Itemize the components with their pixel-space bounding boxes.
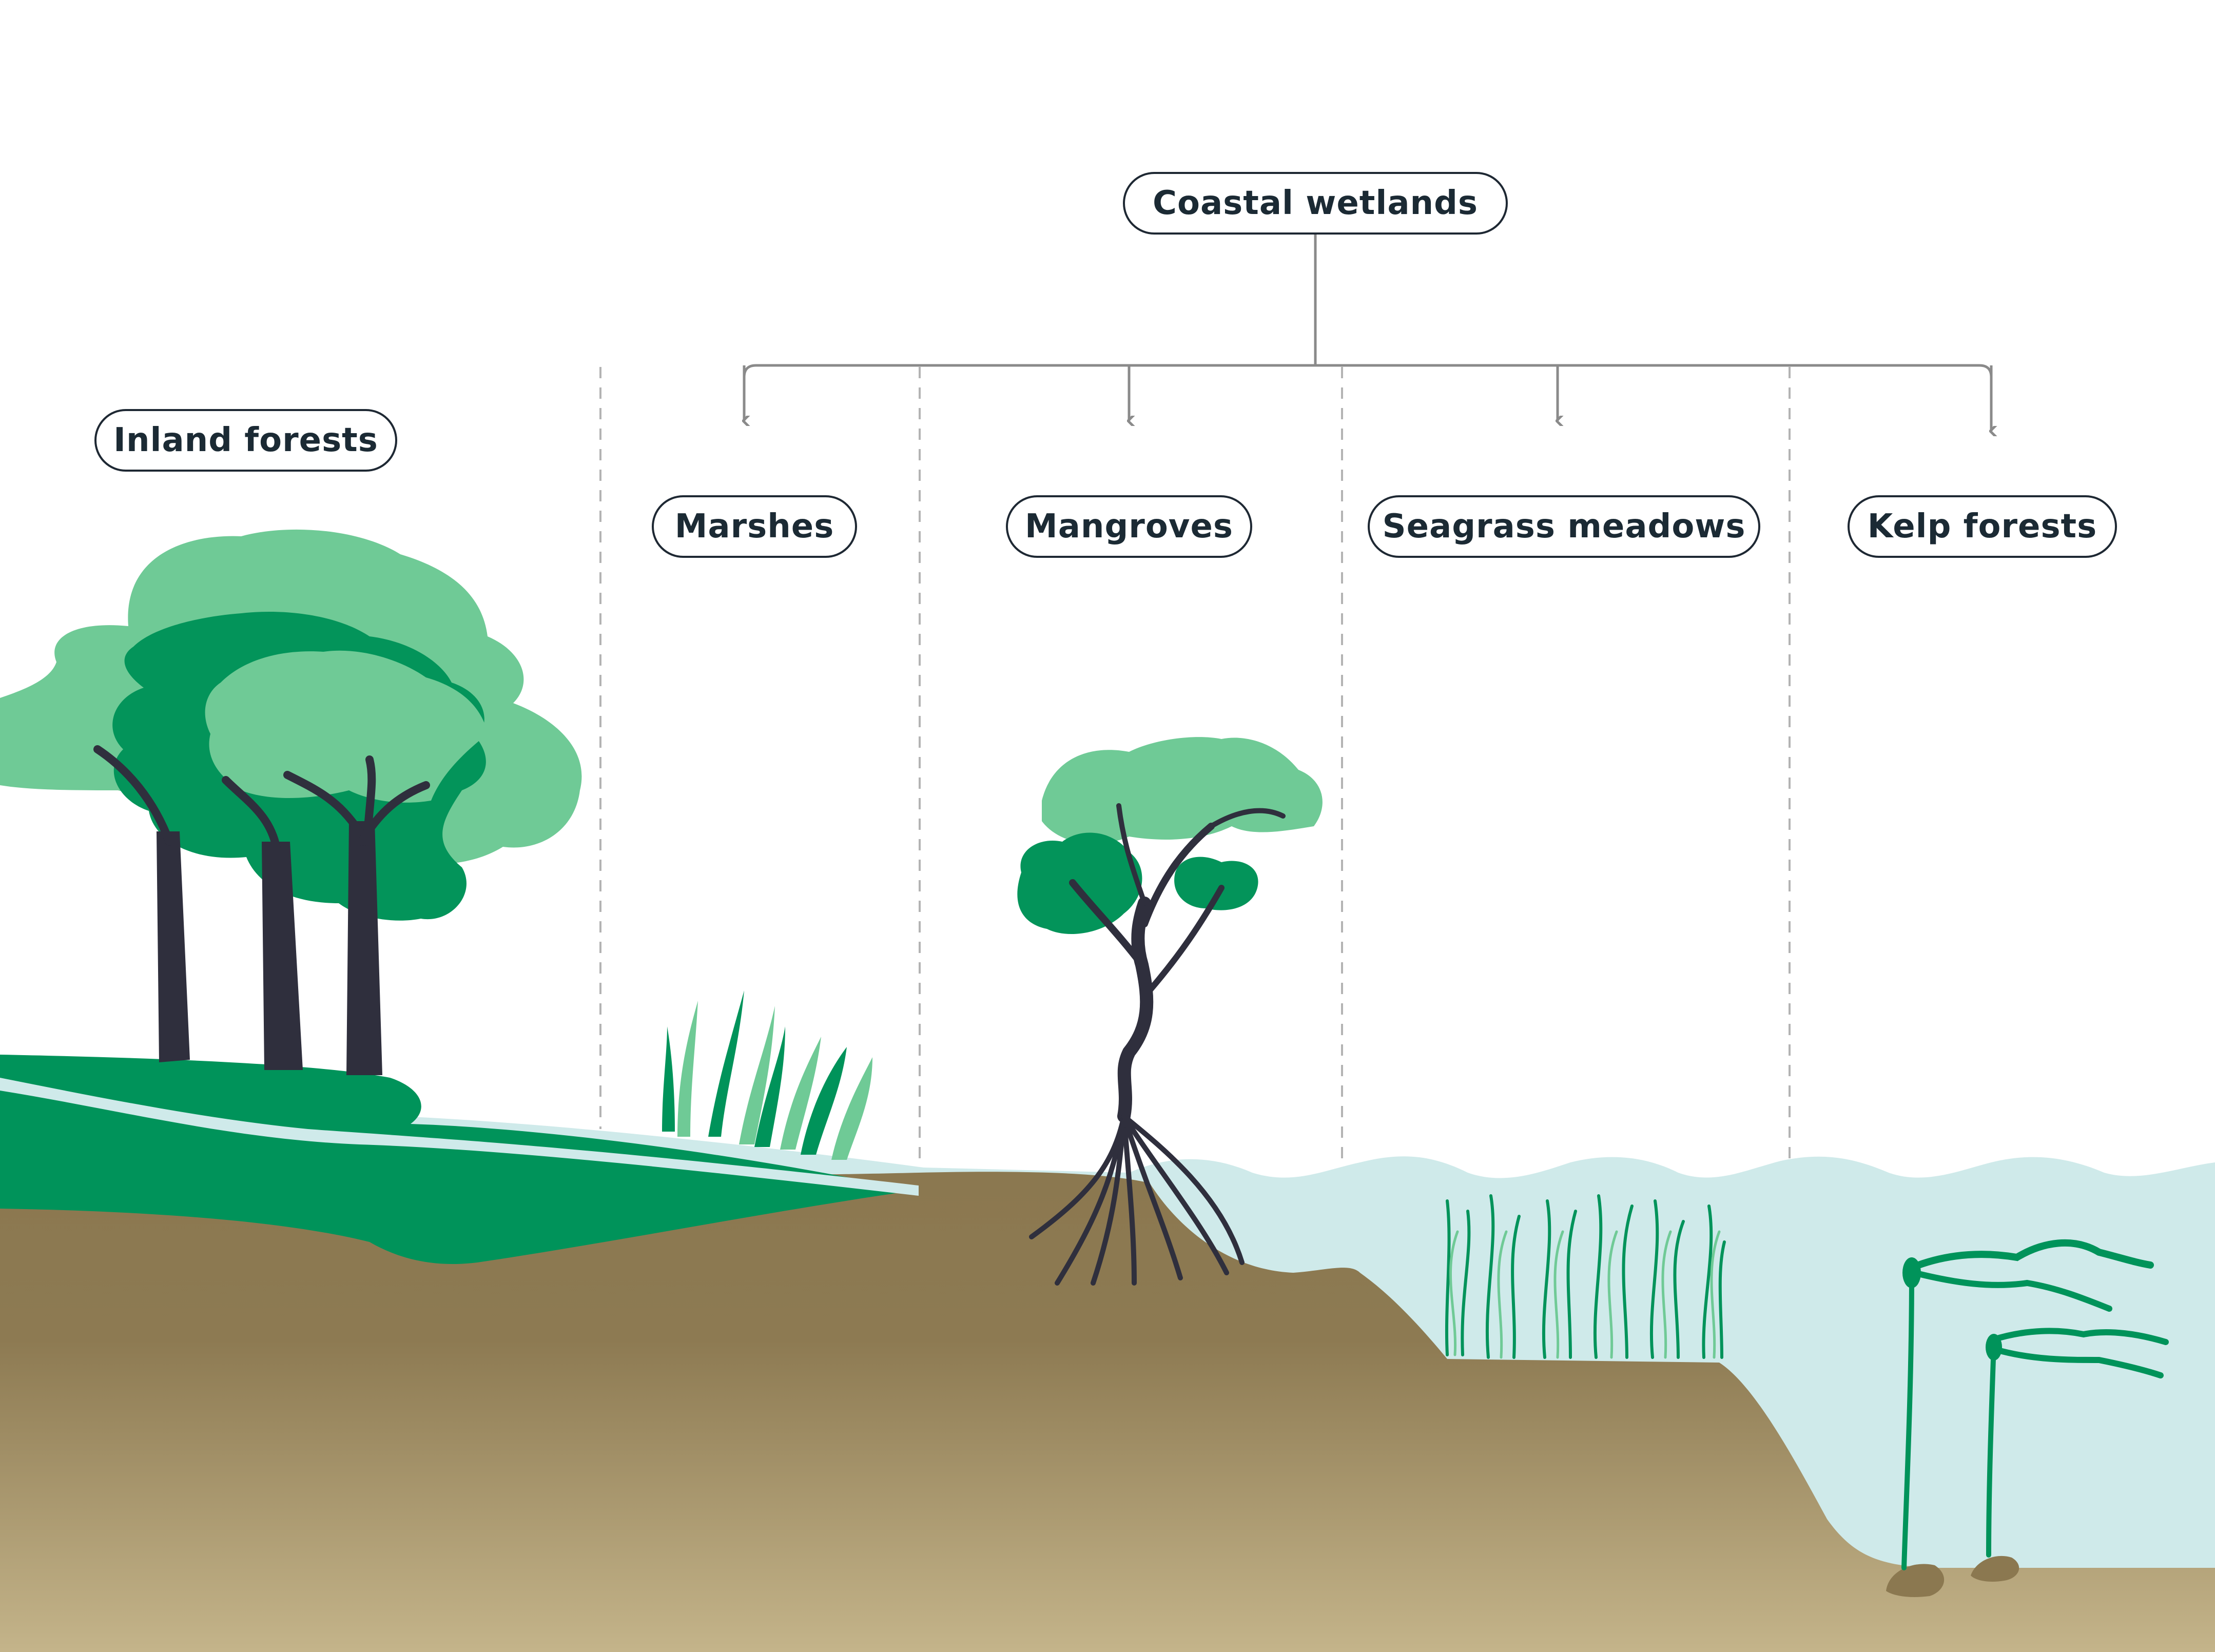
inland-forest-illustration: [0, 529, 582, 1075]
mangrove-trunk: [1117, 897, 1154, 1123]
inland-stream: [0, 1078, 919, 1196]
marsh-grass-illustration: [662, 990, 872, 1160]
column-separators: [599, 367, 1791, 1180]
seagrass-meadows-label: Seagrass meadows: [1368, 495, 1760, 558]
mangrove-root: [1121, 1114, 1183, 1280]
kelp-stipe: [1901, 1270, 1914, 1570]
kelp-float: [1902, 1257, 1921, 1288]
seagrass-illustration-light: [1449, 1230, 1721, 1359]
inland-forests-label: Inland forests: [94, 409, 397, 472]
mangrove-root: [1091, 1114, 1126, 1286]
mangrove-root: [1121, 1114, 1229, 1275]
mangrove-canopy-dark: [1174, 857, 1258, 910]
kelp-blade: [1908, 1239, 2154, 1271]
coastal-wetlands-label: Coastal wetlands: [1123, 172, 1508, 235]
mangrove-illustration: [1017, 737, 1323, 1286]
mangrove-root: [1121, 1114, 1137, 1286]
mangrove-root: [1121, 1114, 1245, 1265]
tree-trunk: [262, 842, 303, 1070]
mangrove-canopy-light: [1042, 737, 1323, 844]
tree-branch: [222, 776, 281, 856]
connector-lines: [744, 234, 1991, 431]
kelp-illustration: [1886, 1239, 2169, 1597]
tree-canopy-front-highlight: [205, 650, 488, 803]
mangrove-branch: [1209, 808, 1286, 829]
soil-ground: [0, 1172, 2215, 1652]
inland-grass: [0, 1055, 914, 1265]
tree-branch: [363, 755, 376, 846]
marshes-label: Marshes: [652, 495, 857, 558]
kelp-forests-label: Kelp forests: [1848, 495, 2117, 558]
mangrove-branch: [1147, 885, 1225, 994]
mangrove-canopy-dark: [1017, 832, 1142, 934]
seagrass-illustration: [1445, 1194, 1726, 1359]
mangrove-branch: [1141, 823, 1215, 927]
tree-trunk: [157, 831, 190, 1062]
kelp-blade: [1991, 1328, 2169, 1345]
kelp-stipe: [1986, 1342, 1996, 1558]
mangrove-branch: [1116, 803, 1147, 906]
kelp-blade: [1993, 1347, 2164, 1378]
tree-branch: [283, 771, 363, 835]
mangrove-branch: [1069, 879, 1145, 968]
kelp-float: [1986, 1334, 2002, 1361]
connector-bar: [743, 364, 1993, 411]
tree-branch: [93, 745, 173, 846]
kelp-blade: [1911, 1270, 2112, 1312]
tree-trunk: [346, 821, 382, 1075]
mangroves-label: Mangroves: [1006, 495, 1252, 558]
